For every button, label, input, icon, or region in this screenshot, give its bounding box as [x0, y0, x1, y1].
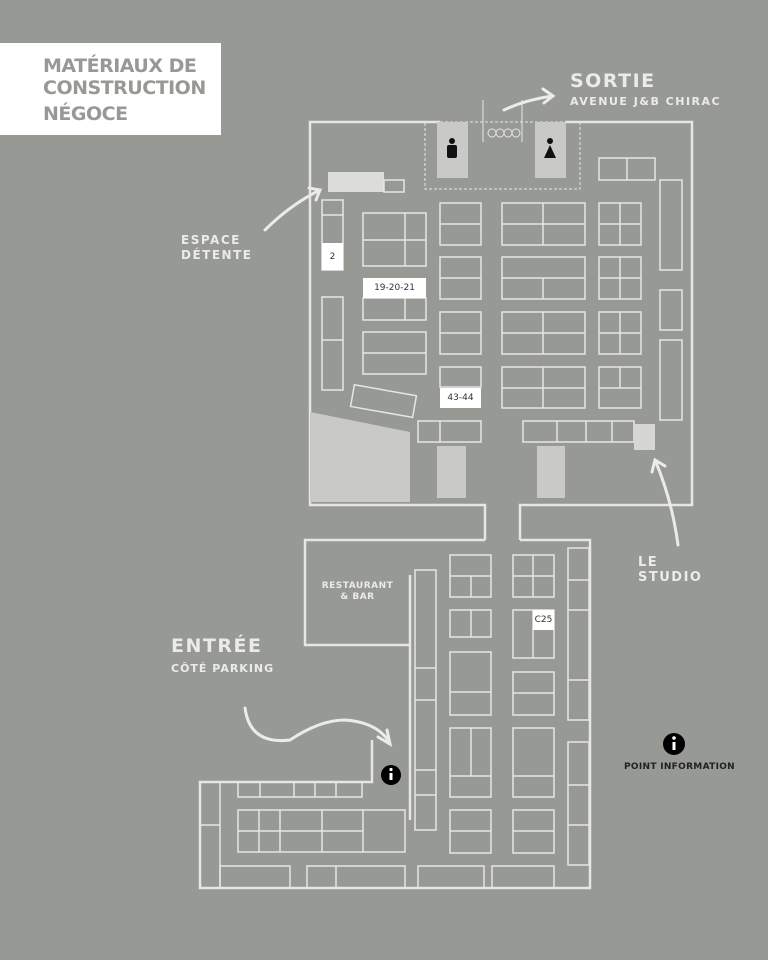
upper-hall-walls: [308, 120, 694, 540]
studio-area: [634, 424, 655, 450]
sortie-label: SORTIE: [570, 70, 656, 92]
stage-left: [437, 446, 466, 498]
lower-booths: [199, 547, 590, 889]
restaurant-label-1: RESTAURANT: [321, 581, 394, 591]
title-line-3: NÉGOCE: [43, 103, 128, 125]
info-icon: [663, 733, 685, 755]
booth-19-20-21[interactable]: 19-20-21: [363, 278, 426, 298]
info-icon: [381, 765, 401, 785]
entree-label: ENTRÉE: [171, 635, 263, 657]
espace-label-2: DÉTENTE: [181, 248, 253, 262]
booth-2[interactable]: 2: [322, 243, 343, 270]
upper-booths: [321, 157, 683, 443]
male-restroom-icon: [447, 138, 457, 158]
point-information-label: POINT INFORMATION: [624, 762, 736, 772]
exit-doors: [424, 100, 581, 190]
espace-label-1: ESPACE: [181, 233, 241, 247]
espace-detente-area: [328, 172, 384, 192]
booth-43-44[interactable]: 43-44: [440, 388, 481, 408]
gray-zone: [310, 412, 410, 502]
arrow-icon: [243, 87, 680, 748]
title-box: MATÉRIAUX DE CONSTRUCTION NÉGOCE: [0, 43, 221, 135]
studio-label-1: LE: [638, 555, 659, 570]
booth-c25[interactable]: C25: [533, 610, 554, 630]
entree-sub-label: CÔTÉ PARKING: [171, 662, 275, 675]
title-line-2: CONSTRUCTION: [43, 77, 206, 99]
female-restroom-icon: [544, 138, 556, 158]
studio-label-2: STUDIO: [638, 570, 703, 585]
title-line-1: MATÉRIAUX DE: [43, 55, 197, 77]
restaurant-label-2: & BAR: [340, 592, 375, 602]
sortie-sub-label: AVENUE J&B CHIRAC: [570, 95, 722, 108]
stage-right: [537, 446, 565, 498]
